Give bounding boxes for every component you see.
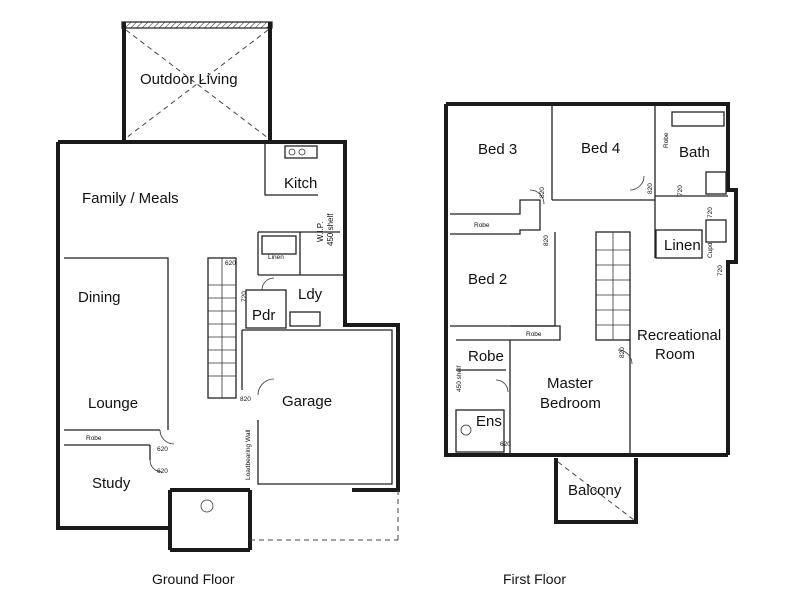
outdoor-living-area <box>121 21 273 140</box>
first-floor-caption: First Floor <box>503 571 566 587</box>
door-size-620c: 620 <box>225 260 236 267</box>
room-label-bath: Bath <box>679 144 710 161</box>
room-label-bed3: Bed 3 <box>478 141 517 158</box>
door-size-820d: 820 <box>619 347 626 358</box>
door-size-720b: 720 <box>707 207 714 218</box>
door-size-820b: 820 <box>543 235 550 246</box>
door-size-720a: 720 <box>677 185 684 196</box>
room-label-master: Master <box>547 375 593 392</box>
door-size-720c: 720 <box>717 265 724 276</box>
room-label-recreational: Recreational <box>637 327 721 344</box>
door-size-820c: 820 <box>647 183 654 194</box>
room-label-recreational-room: Room <box>655 346 695 363</box>
ground-floor-caption: Ground Floor <box>152 571 235 587</box>
shelf-note: 450 shelf <box>326 213 335 246</box>
room-label-dining: Dining <box>78 289 121 306</box>
room-label-kitchen: Kitch <box>284 175 317 192</box>
door-size-620b: 620 <box>157 468 168 475</box>
door-size-720: 720 <box>241 291 248 302</box>
room-label-wip: W.I.P. <box>316 222 325 242</box>
door-size-820a: 820 <box>539 187 546 198</box>
room-label-laundry: Ldy <box>298 286 323 303</box>
ground-floor-plan: Outdoor Living Family / Meals Kitch W.I.… <box>56 21 400 587</box>
room-label-robe: Robe <box>468 348 504 365</box>
room-label-garage: Garage <box>282 393 332 410</box>
room-label-bedroom: Bedroom <box>540 395 601 412</box>
room-label-bed4: Bed 4 <box>581 140 620 157</box>
cupd-note: Cupd <box>707 242 714 258</box>
room-label-ensuite: Ens <box>476 413 502 430</box>
robe-note-c: Robe <box>526 331 542 338</box>
first-floor-plan: Bed 3 Bed 4 Bath Bed 2 Linen Recreationa… <box>444 102 738 587</box>
door-size-620a: 620 <box>157 446 168 453</box>
room-label-bed2: Bed 2 <box>468 271 507 288</box>
room-label-lounge: Lounge <box>88 395 138 412</box>
first-floor-walls <box>444 102 738 524</box>
room-label-linen-ground: Linen <box>268 254 284 261</box>
room-label-balcony: Balcony <box>568 482 622 499</box>
door-size-820: 820 <box>240 396 251 403</box>
room-label-outdoor-living: Outdoor Living <box>140 71 238 88</box>
robe-note-b: Robe <box>663 132 670 148</box>
robe-note-a: Robe <box>474 222 490 229</box>
door-size-620: 620 <box>500 441 511 448</box>
loadbearing-wall-note: Loadbearing Wall <box>245 429 252 480</box>
room-label-family-meals: Family / Meals <box>82 190 179 207</box>
shelf-note-first: 450 shelf <box>456 365 463 392</box>
room-label-powder: Pdr <box>252 307 275 324</box>
ground-floor-walls <box>56 140 400 552</box>
robe-note-ground: Robe <box>86 435 102 442</box>
room-label-linen: Linen <box>664 237 701 254</box>
room-label-study: Study <box>92 475 131 492</box>
